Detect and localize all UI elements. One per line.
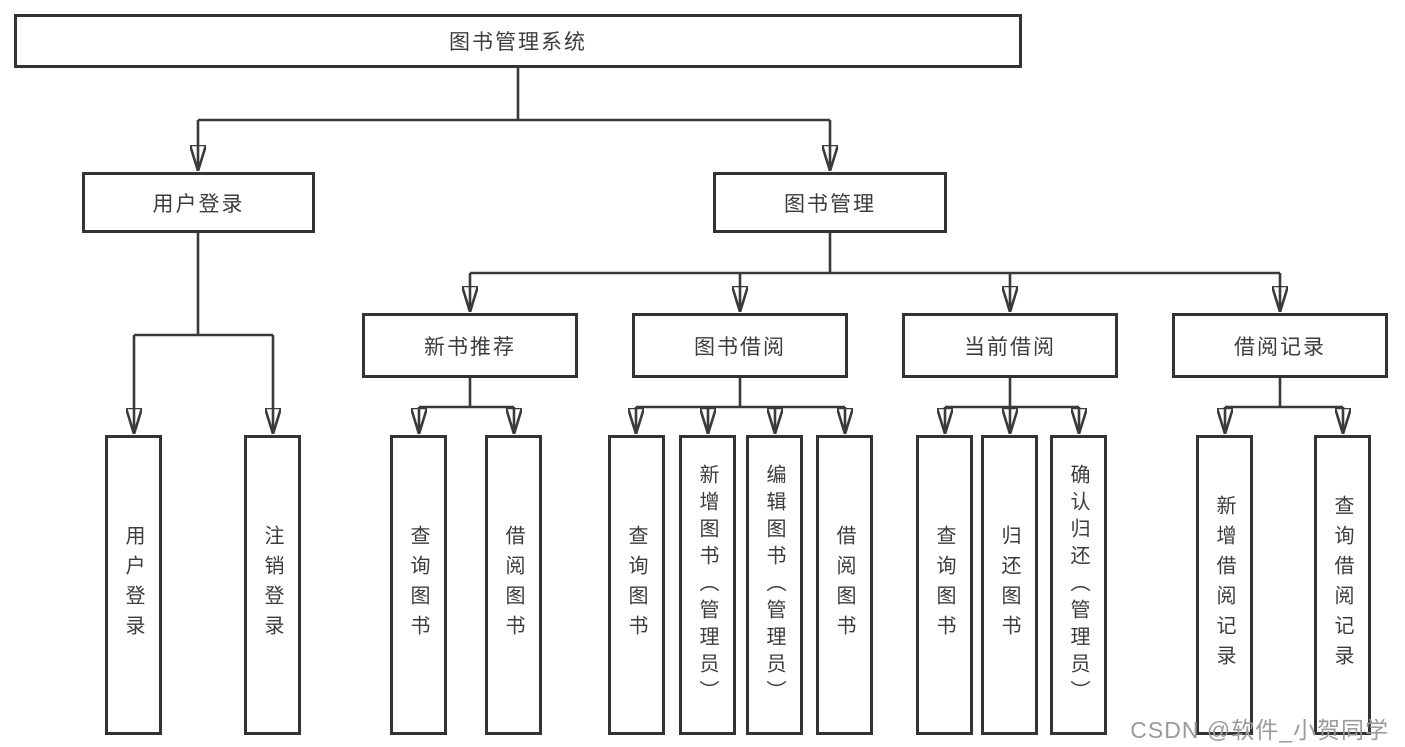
leaf-logout: 注销登录 — [244, 435, 301, 735]
node-label: 查询图书 — [933, 525, 955, 645]
node-label: 编辑图书（管理员） — [763, 463, 785, 707]
leaf-add-books-admin: 新增图书（管理员） — [679, 435, 736, 735]
node-label: 查询借阅记录 — [1331, 495, 1353, 675]
node-label: 用户登录 — [152, 192, 245, 216]
node-label: 归还图书 — [998, 525, 1020, 645]
node-root: 图书管理系统 — [14, 14, 1022, 68]
leaf-return-books: 归还图书 — [981, 435, 1038, 735]
node-label: 新增借阅记录 — [1213, 495, 1235, 675]
node-book-management: 图书管理 — [713, 172, 947, 233]
node-label: 图书管理系统 — [449, 31, 587, 54]
leaf-borrow-books-1: 借阅图书 — [485, 435, 542, 735]
node-label: 新书推荐 — [424, 335, 516, 359]
leaf-query-books-3: 查询图书 — [916, 435, 973, 735]
leaf-user-login: 用户登录 — [105, 435, 162, 735]
leaf-query-borrow-record: 查询借阅记录 — [1314, 435, 1371, 735]
node-label: 查询图书 — [625, 525, 647, 645]
node-new-book-recommend: 新书推荐 — [362, 313, 578, 378]
csdn-watermark: CSDN @软件_小贺同学 — [1130, 717, 1389, 743]
node-label: 借阅图书 — [833, 525, 855, 645]
leaf-confirm-return-admin: 确认归还（管理员） — [1050, 435, 1107, 735]
node-book-borrow: 图书借阅 — [632, 313, 848, 378]
node-label: 查询图书 — [407, 525, 429, 645]
node-label: 借阅记录 — [1234, 335, 1326, 359]
node-user-login: 用户登录 — [82, 172, 315, 233]
leaf-add-borrow-record: 新增借阅记录 — [1196, 435, 1253, 735]
node-label: 图书借阅 — [694, 335, 786, 359]
leaf-query-books-1: 查询图书 — [390, 435, 447, 735]
node-label: 当前借阅 — [964, 335, 1056, 359]
node-label: 新增图书（管理员） — [696, 463, 718, 707]
node-current-borrow: 当前借阅 — [902, 313, 1118, 378]
node-borrow-records: 借阅记录 — [1172, 313, 1388, 378]
leaf-borrow-books-2: 借阅图书 — [816, 435, 873, 735]
node-label: 图书管理 — [784, 192, 876, 216]
leaf-query-books-2: 查询图书 — [608, 435, 665, 735]
node-label: 确认归还（管理员） — [1067, 463, 1089, 707]
node-label: 用户登录 — [122, 525, 144, 645]
leaf-edit-books-admin: 编辑图书（管理员） — [746, 435, 803, 735]
node-label: 借阅图书 — [502, 525, 524, 645]
node-label: 注销登录 — [261, 525, 283, 645]
